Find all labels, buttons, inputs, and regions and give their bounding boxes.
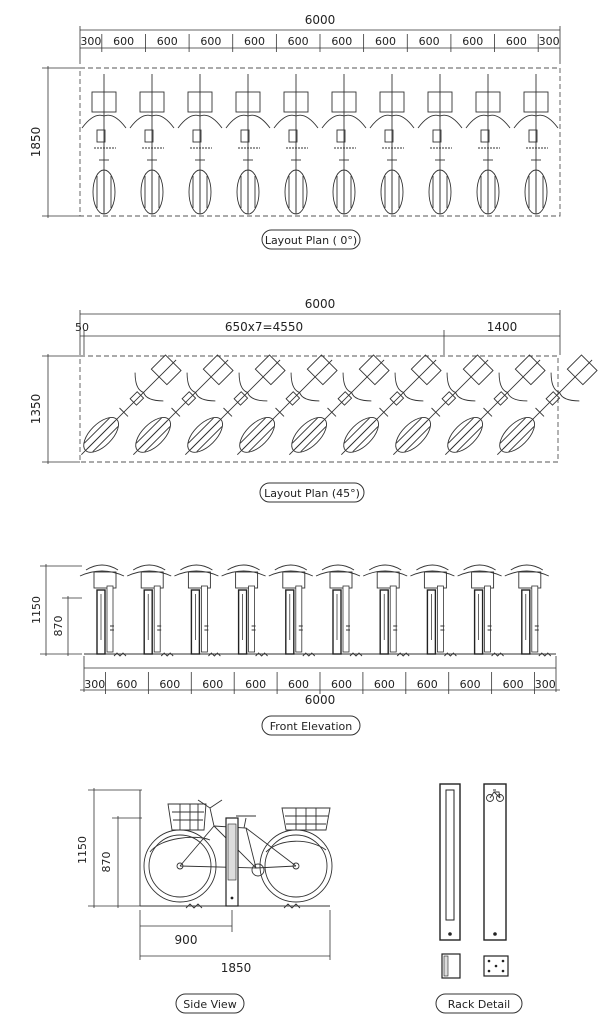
- height-total-label: 1150: [76, 836, 89, 864]
- bicycle-top-view-icon: [417, 74, 463, 215]
- segment-label: 600: [331, 678, 352, 691]
- bicycle-angled-icon: [445, 354, 546, 455]
- bicycle-angled-icon: [289, 354, 390, 455]
- rack-detail-caption: Rack Detail: [448, 998, 510, 1011]
- bicycle-angled-icon: [497, 354, 598, 455]
- rack-side-elevation: [483, 783, 507, 941]
- segment-dimensions: 300 600 600 600 600 600 600 600 600 600 600 300: [80, 34, 560, 52]
- plan-boundary: [79, 355, 559, 463]
- segment-label: 600: [419, 35, 440, 48]
- rack-detail: Rack Detail: [435, 783, 523, 1014]
- bicycle-top-view-icon: [225, 74, 271, 215]
- segment-label: 600: [374, 678, 395, 691]
- segment-label: 600: [157, 35, 178, 48]
- segment-label: 600: [288, 35, 309, 48]
- bicycle-angled-icon: [133, 354, 234, 455]
- bicycle-top-view-icon: [513, 74, 559, 215]
- bicycle-angled-icon: [185, 354, 286, 455]
- bicycle-top-view-icon: [273, 74, 319, 215]
- bicycle-top-view-icon: [321, 74, 367, 215]
- caption-pill: [261, 715, 361, 736]
- segment-label: 600: [460, 678, 481, 691]
- pitch-label: 650x7=4550: [225, 320, 303, 334]
- layout-plan-45: 6000 50 650x7=4550 1400 1350 Layout Plan…: [29, 297, 598, 503]
- depth-label: 1350: [29, 394, 43, 425]
- rack-base-plate: [483, 955, 509, 977]
- bicycle-top-view-icon: [369, 74, 415, 215]
- segment-label: 600: [506, 35, 527, 48]
- depth-label: 1850: [29, 127, 43, 158]
- rack-elevation-icon: [79, 564, 127, 657]
- segment-label: 600: [375, 35, 396, 48]
- rack-post: [225, 817, 239, 907]
- rack-elevation-icon: [268, 564, 316, 657]
- length-to-rack-label: 900: [175, 933, 198, 947]
- layout-plan-0-caption: Layout Plan ( 0°): [265, 234, 357, 247]
- caption-pill: [261, 229, 361, 250]
- rack-elevation-icon: [504, 564, 552, 657]
- front-elevation: 1150 870 300 600 600 600 600 600 600 600 600 600 6…: [30, 564, 560, 736]
- caption-pill: [435, 993, 523, 1014]
- rack-top-section: [441, 953, 461, 979]
- rack-front-elevation: [439, 783, 461, 941]
- segment-label: 600: [200, 35, 221, 48]
- segment-label: 600: [462, 35, 483, 48]
- layout-plan-45-caption: Layout Plan (45°): [264, 487, 360, 500]
- side-view: 1150 870: [76, 788, 333, 1014]
- caption-pill: [175, 993, 245, 1014]
- segment-label: 600: [288, 678, 309, 691]
- segment-label: 600: [159, 678, 180, 691]
- overall-width-label: 6000: [305, 13, 336, 27]
- bike-plan-row: [81, 74, 559, 215]
- segment-label: 300: [535, 678, 556, 691]
- bicycle-top-view-icon: [129, 74, 175, 215]
- height-rack-label: 870: [52, 616, 65, 637]
- segment-label: 300: [84, 678, 105, 691]
- rear-basket: [281, 807, 331, 831]
- front-elevation-caption: Front Elevation: [270, 720, 352, 733]
- bicycle-angled-icon: [341, 354, 442, 455]
- caption-pill: [259, 482, 365, 503]
- length-total-label: 1850: [221, 961, 252, 975]
- rack-elevation-row: [79, 564, 552, 657]
- segment-label: 600: [503, 678, 524, 691]
- end-length-label: 1400: [487, 320, 518, 334]
- bicycle-top-view-icon: [177, 74, 223, 215]
- overall-width-label: 6000: [305, 693, 336, 707]
- front-basket: [167, 803, 207, 831]
- rack-elevation-icon: [315, 564, 363, 657]
- segment-label: 600: [113, 35, 134, 48]
- overall-width-label: 6000: [305, 297, 336, 311]
- bicycle-angled-icon: [237, 354, 338, 455]
- segment-label: 600: [116, 678, 137, 691]
- bicycle-angled-icon: [393, 354, 494, 455]
- segment-label: 600: [331, 35, 352, 48]
- segment-label: 600: [417, 678, 438, 691]
- rack-elevation-icon: [363, 564, 410, 657]
- bicycle-logo-icon: [486, 789, 504, 802]
- offset-label: 50: [75, 321, 89, 334]
- bike-angled-row: [81, 354, 598, 455]
- plan-boundary: [79, 67, 561, 217]
- segment-label: 300: [80, 35, 101, 48]
- rack-elevation-icon: [127, 564, 174, 657]
- bicycle-angled-icon: [81, 354, 182, 455]
- segment-label: 600: [202, 678, 223, 691]
- rack-elevation-icon: [221, 564, 268, 657]
- segment-dimensions: 300 600 600 600 600 600 600 600 600 600 600 300: [84, 672, 556, 694]
- bicycle-top-view-icon: [465, 74, 511, 215]
- rack-elevation-icon: [457, 564, 504, 657]
- bicycle-top-view-icon: [81, 74, 127, 215]
- segment-label: 600: [244, 35, 265, 48]
- rack-elevation-icon: [410, 564, 457, 657]
- side-view-caption: Side View: [183, 998, 236, 1011]
- segment-label: 300: [539, 35, 560, 48]
- rack-elevation-icon: [174, 564, 221, 657]
- height-total-label: 1150: [30, 596, 43, 624]
- height-rack-label: 870: [100, 852, 113, 873]
- segment-label: 600: [245, 678, 266, 691]
